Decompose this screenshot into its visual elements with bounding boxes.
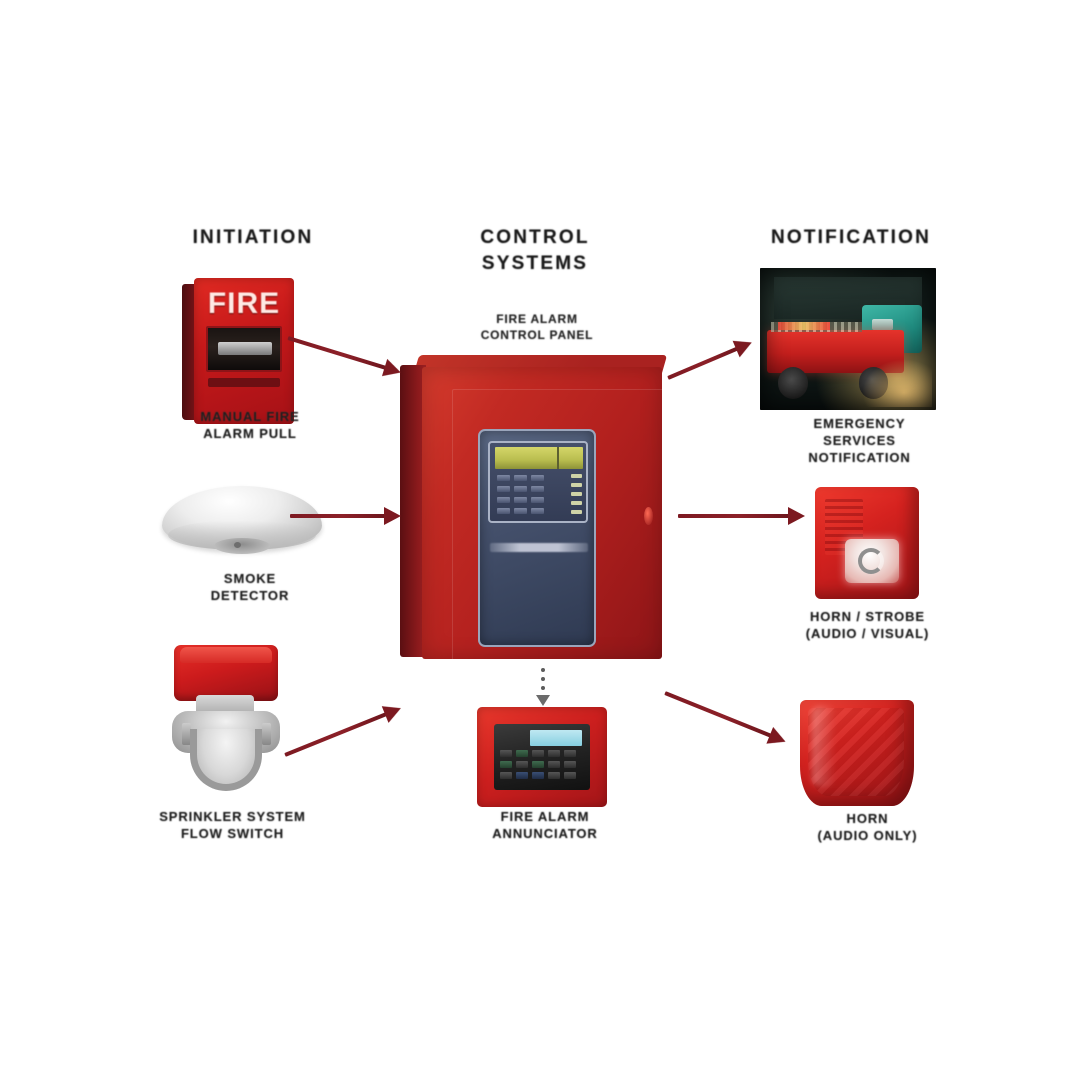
- facp-led: [571, 492, 582, 496]
- fire-truck-lightbar: [777, 321, 831, 331]
- facp-key[interactable]: [514, 486, 527, 492]
- annunciator-key[interactable]: [532, 772, 544, 779]
- pull-station-fire-text: FIRE: [207, 287, 281, 320]
- facp-key[interactable]: [497, 497, 510, 503]
- emergency-services-photo[interactable]: [760, 268, 936, 410]
- strobe-lens-ring: [858, 548, 884, 574]
- column-header-control-systems: CONTROL SYSTEMS: [480, 227, 590, 274]
- annunciator-key[interactable]: [548, 750, 560, 757]
- facp-key[interactable]: [497, 508, 510, 514]
- pull-station-face: FIRE: [194, 278, 294, 424]
- smoke-detector-center: [214, 538, 270, 554]
- facp-inner-panel[interactable]: [478, 429, 596, 647]
- caption-horn-strobe: HORN / STROBE (AUDIO / VISUAL): [805, 609, 930, 642]
- annunciator-key[interactable]: [500, 761, 512, 768]
- facp-status-leds: [571, 474, 582, 519]
- flow-switch-bolt-right: [262, 723, 271, 745]
- caption-fire-alarm-annunciator: FIRE ALARM ANNUNCIATOR: [492, 809, 598, 842]
- facp-keypad[interactable]: [497, 475, 583, 519]
- horn-highlight: [812, 706, 836, 786]
- fire-alarm-annunciator-icon[interactable]: [477, 707, 607, 807]
- caption-sprinkler-flow-switch: SPRINKLER SYSTEM FLOW SWITCH: [159, 809, 306, 842]
- column-header-initiation: INITIATION: [192, 227, 314, 248]
- facp-led: [571, 483, 582, 487]
- scene-light-glow: [862, 358, 933, 408]
- caption-smoke-detector: SMOKE DETECTOR: [210, 571, 290, 604]
- facp-key[interactable]: [514, 508, 527, 514]
- annunciator-key[interactable]: [564, 750, 576, 757]
- strobe-lens: [845, 539, 899, 583]
- horn-housing: [800, 700, 914, 806]
- manual-fire-alarm-pull-icon[interactable]: FIRE: [182, 278, 300, 426]
- annunciator-key[interactable]: [500, 772, 512, 779]
- facp-key[interactable]: [531, 475, 544, 481]
- annunciator-lcd-display: [530, 730, 582, 746]
- facp-key[interactable]: [514, 475, 527, 481]
- caption-horn-audio-only: HORN (AUDIO ONLY): [817, 811, 918, 844]
- facp-led: [571, 474, 582, 478]
- annunciator-key[interactable]: [516, 750, 528, 757]
- facp-key[interactable]: [497, 486, 510, 492]
- annunciator-key[interactable]: [548, 761, 560, 768]
- pull-station-lever[interactable]: [218, 342, 272, 355]
- flow-switch-pipe-clamp: [190, 729, 262, 791]
- annunciator-key[interactable]: [564, 772, 576, 779]
- annunciator-key[interactable]: [532, 750, 544, 757]
- arrow-flow-switch-to-facp: [284, 699, 405, 757]
- sprinkler-flow-switch-icon[interactable]: [152, 645, 302, 795]
- flow-switch-housing-top: [180, 647, 272, 663]
- annunciator-key[interactable]: [516, 772, 528, 779]
- photo-vignette: [760, 268, 936, 410]
- flow-switch-bolt-left: [182, 723, 191, 745]
- fire-alarm-control-panel-icon[interactable]: [400, 355, 674, 667]
- fire-truck-window: [871, 319, 894, 330]
- facp-key[interactable]: [531, 486, 544, 492]
- annunciator-faceplate[interactable]: [494, 724, 590, 790]
- facp-led: [571, 501, 582, 505]
- facp-screen-bezel: [488, 441, 588, 523]
- caption-fire-alarm-control-panel: FIRE ALARM CONTROL PANEL: [480, 312, 594, 342]
- annunciator-key[interactable]: [564, 761, 576, 768]
- facp-lcd-divider: [557, 447, 559, 469]
- annunciator-key[interactable]: [516, 761, 528, 768]
- horn-strobe-icon[interactable]: [815, 487, 919, 599]
- arrow-facp-to-horn-audio: [664, 691, 795, 751]
- facp-key[interactable]: [531, 497, 544, 503]
- caption-emergency-services-notification: EMERGENCY SERVICES NOTIFICATION: [808, 416, 911, 466]
- facp-cabinet-side: [400, 365, 426, 657]
- arrow-facp-to-emergency-services: [667, 334, 760, 380]
- facp-key[interactable]: [514, 497, 527, 503]
- smoke-detector-led: [234, 542, 241, 548]
- horn-surface-texture: [808, 708, 904, 796]
- smoke-detector-icon[interactable]: [162, 486, 322, 572]
- fire-truck-wheel: [777, 367, 808, 399]
- facp-key[interactable]: [497, 475, 510, 481]
- facp-led: [571, 510, 582, 514]
- pull-station-window: [206, 326, 282, 372]
- caption-manual-fire-alarm-pull: MANUAL FIRE ALARM PULL: [200, 409, 300, 442]
- facp-key[interactable]: [531, 508, 544, 514]
- pull-station-slot: [208, 378, 280, 387]
- horn-audio-only-icon[interactable]: [800, 700, 914, 806]
- arrow-pull-station-to-facp: [287, 336, 404, 382]
- annunciator-key[interactable]: [548, 772, 560, 779]
- annunciator-key[interactable]: [532, 761, 544, 768]
- annunciator-key[interactable]: [500, 750, 512, 757]
- facp-brand-plate: [490, 543, 588, 552]
- annunciator-keypad[interactable]: [500, 750, 584, 784]
- facp-door-seam: [452, 389, 674, 661]
- facp-door-lock-icon[interactable]: [644, 507, 653, 525]
- column-header-notification: NOTIFICATION: [770, 227, 932, 248]
- facp-lcd-display: [495, 447, 583, 469]
